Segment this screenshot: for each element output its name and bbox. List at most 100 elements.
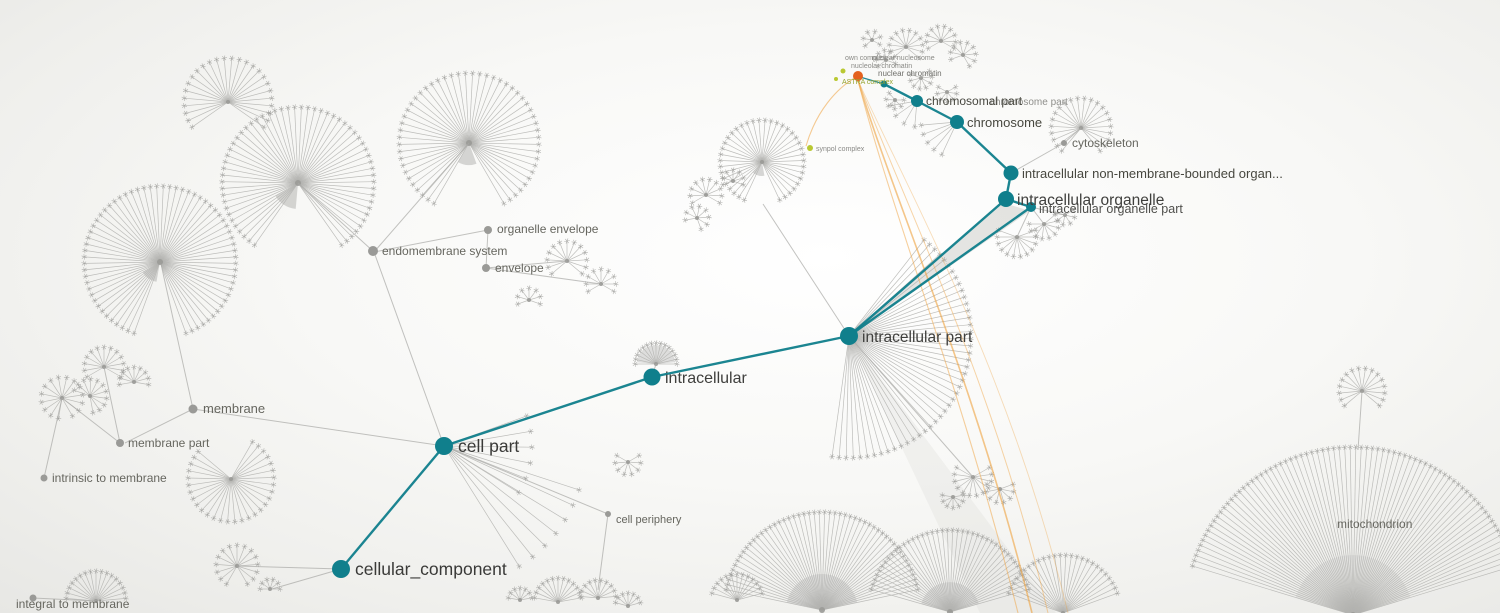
- label-integral-to-membrane[interactable]: integral to membrane: [16, 597, 130, 611]
- membrane-node[interactable]: [188, 404, 198, 414]
- label-own-complex[interactable]: own complex: [845, 55, 886, 62]
- node-chromosome[interactable]: [950, 115, 964, 129]
- fan-cluster: [723, 509, 921, 613]
- highlighted-path: [332, 76, 1036, 578]
- fan-cluster: [719, 167, 747, 188]
- fan-cluster: [1336, 365, 1388, 409]
- fan-cluster: [1052, 207, 1078, 228]
- node-cell-part[interactable]: [435, 437, 453, 455]
- label-astra-complex[interactable]: ASTRA complex: [842, 79, 893, 86]
- node-intracellular-organelle-part[interactable]: [1026, 202, 1036, 212]
- fan-cluster: [939, 492, 967, 511]
- fan-cluster: [860, 28, 884, 49]
- fan-cluster: [632, 340, 680, 367]
- label-intracellular[interactable]: intracellular: [665, 370, 747, 387]
- node-intracellular-non-membrane-bounded-organelle[interactable]: [1003, 165, 1019, 181]
- fan-cluster: [923, 23, 959, 52]
- fan-cluster: [396, 70, 542, 207]
- nucleosome-node[interactable]: [853, 71, 863, 81]
- green-node-1[interactable]: [840, 68, 846, 74]
- fan-cluster: [63, 568, 129, 603]
- fan-cluster: [185, 438, 277, 525]
- fan-cluster: [873, 47, 899, 70]
- node-cellular-component[interactable]: [332, 560, 350, 578]
- label-mitochondrion[interactable]: mitochondrion: [1337, 517, 1412, 531]
- cell-periphery-node[interactable]: [605, 511, 611, 517]
- green-node-2[interactable]: [834, 77, 838, 81]
- intrinsic-to-membrane-node[interactable]: [40, 474, 48, 482]
- fan-cluster: [577, 577, 619, 600]
- envelope-node[interactable]: [482, 264, 490, 272]
- fan-cluster: [951, 464, 995, 499]
- label-organelle-envelope[interactable]: organelle envelope: [497, 222, 599, 236]
- label-intracellular-part[interactable]: intracellular part: [862, 329, 973, 346]
- fan-cluster: [116, 364, 152, 388]
- label-synpol-complex[interactable]: synpol complex: [816, 146, 865, 153]
- label-chromosomal-part[interactable]: chromosomal part: [926, 94, 1023, 108]
- fan-cluster: [505, 585, 535, 602]
- fan-cluster: [994, 227, 1040, 260]
- fan-cluster: [717, 117, 807, 203]
- fan-cluster: [886, 27, 926, 61]
- fan-cluster: [219, 104, 377, 249]
- label-nucleolar-chromatin[interactable]: nucleolar chromatin: [851, 63, 912, 70]
- fan-cluster: [612, 590, 644, 608]
- node-chromosomal-part[interactable]: [911, 95, 923, 107]
- synpol-complex-node[interactable]: [807, 145, 813, 151]
- gray-term-nodes: [29, 140, 1067, 602]
- label-cell-periphery[interactable]: cell periphery: [616, 514, 682, 526]
- node-intracellular-organelle[interactable]: [998, 191, 1014, 207]
- term-labels: membrane membrane part intrinsic to membra…: [16, 55, 1412, 611]
- integral-to-membrane-node[interactable]: [29, 594, 37, 602]
- fan-cluster: [947, 39, 979, 70]
- node-chromatin[interactable]: [880, 80, 888, 88]
- endomembrane-system-node[interactable]: [368, 246, 378, 256]
- fan-cluster: [544, 238, 590, 277]
- fan-cluster: [81, 344, 127, 380]
- fan-cluster: [514, 285, 544, 307]
- fan-cluster: [531, 575, 585, 604]
- label-intracellular-organelle-part[interactable]: intracellular organelle part: [1039, 202, 1183, 216]
- gray-edges: [32, 127, 1363, 602]
- fan-cluster: [883, 90, 907, 112]
- fan-cluster: [1026, 211, 1062, 242]
- node-intracellular-part[interactable]: [840, 327, 858, 345]
- label-chromosome-part[interactable]: chromosome part: [990, 97, 1068, 108]
- fan-cluster: [934, 84, 960, 105]
- label-endomembrane-system[interactable]: endomembrane system: [382, 244, 507, 258]
- label-intracellular-non-membrane-bounded-organelle[interactable]: intracellular non-membrane-bounded organ…: [1022, 166, 1283, 181]
- membrane-part-node[interactable]: [116, 439, 124, 447]
- fan-cluster: [38, 374, 86, 422]
- accent-nodes: [807, 68, 863, 151]
- label-cytoskeleton[interactable]: cytoskeleton: [1072, 136, 1139, 150]
- collapsed-subtree-fans: [38, 23, 1500, 613]
- label-membrane-part[interactable]: membrane part: [128, 436, 210, 450]
- label-membrane[interactable]: membrane: [203, 401, 265, 416]
- fan-cluster: [907, 68, 935, 92]
- label-nuclear-nucleosome[interactable]: nuclear nucleosome: [872, 55, 935, 62]
- fan-cluster: [612, 452, 644, 478]
- label-intracellular-organelle[interactable]: intracellular organelle: [1017, 192, 1164, 209]
- organelle-envelope-node[interactable]: [484, 226, 492, 234]
- label-intrinsic-to-membrane[interactable]: intrinsic to membrane: [52, 471, 167, 485]
- cytoskeleton-node[interactable]: [1061, 140, 1067, 146]
- fan-cluster: [687, 176, 725, 206]
- fan-cluster: [583, 266, 619, 295]
- label-cell-part[interactable]: cell part: [458, 436, 519, 456]
- orange-relation-edges: [805, 75, 1069, 613]
- fan-cluster: [918, 121, 958, 158]
- fan-cluster: [682, 203, 712, 233]
- label-envelope[interactable]: envelope: [495, 261, 544, 275]
- fan-cluster: [81, 183, 239, 337]
- label-cellular-component[interactable]: cellular_component: [355, 559, 507, 580]
- fan-cluster: [213, 542, 261, 587]
- label-chromosome[interactable]: chromosome: [967, 115, 1042, 130]
- label-nuclear-chromatin[interactable]: nuclear chromatin: [878, 69, 942, 78]
- fan-cluster: [868, 527, 1032, 613]
- fan-cluster: [1189, 444, 1500, 613]
- fan-cluster: [257, 576, 283, 592]
- node-intracellular[interactable]: [643, 368, 661, 386]
- fan-cluster: [181, 55, 275, 130]
